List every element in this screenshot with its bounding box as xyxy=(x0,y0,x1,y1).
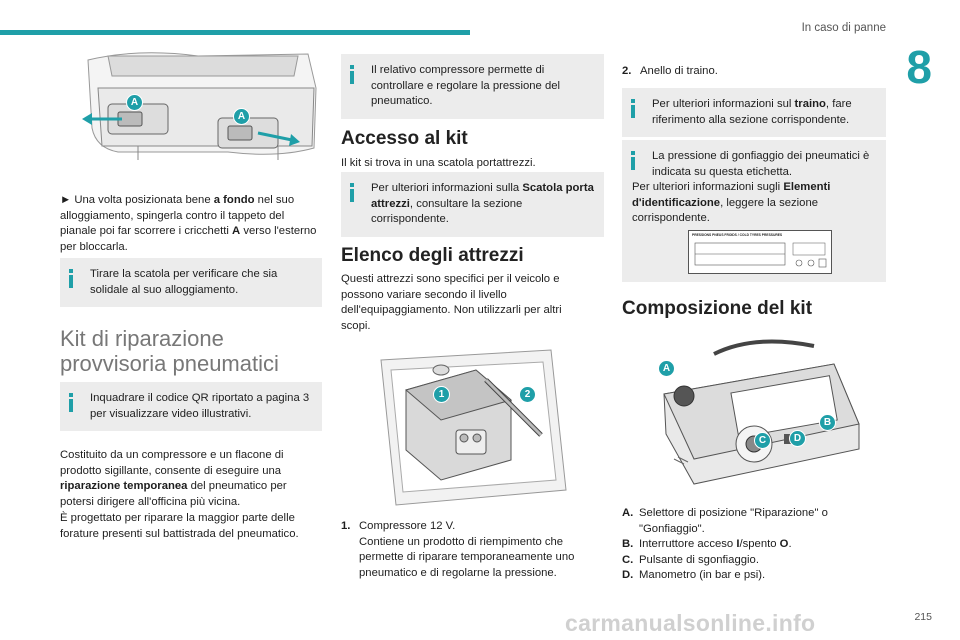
list-item: B.Interruttore acceso I/spento O. xyxy=(622,538,792,550)
info-box-pressure-label: La pressione di gonfiaggio dei pneumatic… xyxy=(622,140,886,282)
figure-label-c: C xyxy=(754,432,771,449)
info-icon xyxy=(69,393,73,412)
compressor-kit-figure: A B C D xyxy=(644,334,864,494)
info-box-compressor: Il relativo compressore permette di cont… xyxy=(341,54,604,119)
info-icon xyxy=(631,99,635,118)
heading-access-kit: Accesso al kit xyxy=(341,128,468,149)
page-number: 215 xyxy=(914,611,932,623)
kit-components-list: A.Selettore di posizione "Riparazione" o… xyxy=(622,506,886,584)
info-box-toolbox: Per ulteriori informazioni sulla Scatola… xyxy=(341,172,604,237)
chapter-number: 8 xyxy=(906,41,932,93)
figure-label-a-2: A xyxy=(233,108,250,125)
tools-list-paragraph: Questi attrezzi sono specifici per il ve… xyxy=(341,273,562,332)
heading-kit-composition: Composizione del kit xyxy=(622,298,813,319)
info-icon xyxy=(631,151,635,170)
tool-item-2: 2.Anello di traino. xyxy=(622,65,718,77)
list-item: D.Manometro (in bar e psi). xyxy=(622,569,766,581)
instruction-paragraph: ► Una volta posizionata bene a fondo nel… xyxy=(60,194,317,253)
info-box-qr: Inquadrare il codice QR riportato a pagi… xyxy=(60,382,322,431)
tool-item-1: 1.Compressore 12 V. Contiene un prodotto… xyxy=(341,520,575,579)
figure-label-d: D xyxy=(789,430,806,447)
kit-description-paragraph: Costituito da un compressore e un flacon… xyxy=(60,449,287,508)
kit-usage-paragraph: È progettato per riparare la maggior par… xyxy=(60,512,299,540)
tyre-pressure-label-image: PRESSIONS PNEUS FROIDS / COLD TYRES PRES… xyxy=(688,230,832,274)
figure-label-a: A xyxy=(126,94,143,111)
figure-label-1: 1 xyxy=(433,386,450,403)
list-item: C.Pulsante di sgonfiaggio. xyxy=(622,553,759,566)
info-icon xyxy=(350,65,354,84)
figure-label-a: A xyxy=(658,360,675,377)
access-kit-paragraph: Il kit si trova in una scatola portattre… xyxy=(341,157,536,169)
header-accent-bar xyxy=(0,30,470,35)
list-item: A.Selettore di posizione "Riparazione" o… xyxy=(622,507,828,535)
watermark: carmanualsonline.info xyxy=(565,610,816,636)
section-heading: Kit di riparazione provvisoria pneumatic… xyxy=(60,326,279,376)
toolbox-figure: 1 2 xyxy=(361,340,581,510)
info-box-towing: Per ulteriori informazioni sul traino, f… xyxy=(622,88,886,137)
figure-label-b: B xyxy=(819,414,836,431)
section-title: In caso di panne xyxy=(801,22,886,34)
info-box: Tirare la scatola per verificare che sia… xyxy=(60,258,322,307)
toolbox-latch-figure: A A xyxy=(78,48,322,170)
figure-label-2: 2 xyxy=(519,386,536,403)
info-icon xyxy=(69,269,73,288)
heading-tools-list: Elenco degli attrezzi xyxy=(341,245,524,266)
info-icon xyxy=(350,183,354,202)
